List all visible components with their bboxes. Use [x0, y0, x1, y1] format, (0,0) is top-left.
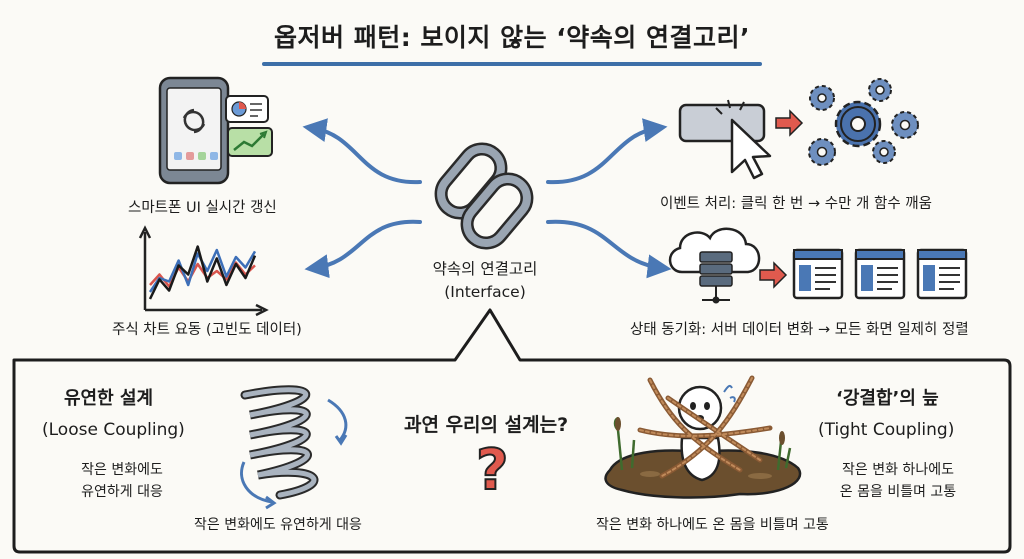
tight-description: 작은 변화 하나에도 온 몸을 비틀며 고통	[818, 459, 978, 503]
top-left-label: 스마트폰 UI 실시간 갱신	[128, 200, 277, 216]
tangled-figure-icon	[637, 375, 773, 482]
gears-icon	[808, 78, 919, 166]
question-mark: ?	[475, 437, 510, 504]
loose-desc-line1: 작은 변화에도	[81, 462, 163, 478]
spring-coil-icon	[240, 385, 348, 510]
title-underline	[262, 62, 762, 66]
chain-link-icon	[434, 142, 534, 250]
question-text: 과연 우리의 설계는?	[404, 414, 569, 436]
loose-subtitle: (Loose Coupling)	[42, 420, 185, 440]
loose-title: 유연한 설계	[64, 388, 154, 409]
red-arrow-icon	[775, 109, 804, 137]
click-button-icon	[678, 99, 772, 180]
center-label-line2: (Interface)	[444, 283, 526, 301]
loose-caption: 작은 변화에도 유연하게 대응	[194, 517, 362, 533]
smartphone-icon	[158, 76, 273, 185]
tight-desc-line1: 작은 변화 하나에도	[842, 462, 954, 478]
tight-subtitle: (Tight Coupling)	[818, 420, 955, 440]
center-label: 약속의 연결고리 (Interface)	[395, 258, 575, 304]
chart-series-dark	[148, 245, 257, 300]
loose-desc-line2: 유연하게 대응	[81, 484, 163, 500]
tight-title: ‘강결합’의 늪	[836, 388, 939, 409]
loose-description: 작은 변화에도 유연하게 대응	[62, 459, 182, 503]
top-right-label: 이벤트 처리: 클릭 한 번 → 수만 개 함수 깨움	[660, 196, 932, 212]
tight-caption: 작은 변화 하나에도 온 몸을 비틀며 고통	[596, 517, 829, 533]
arrow-to-top-right	[546, 118, 668, 185]
cloud-server-icon	[668, 227, 761, 304]
stock-chart-icon	[138, 225, 269, 317]
mid-left-label: 주식 차트 요동 (고빈도 데이터)	[112, 322, 302, 338]
mid-right-label: 상태 동기화: 서버 데이터 변화 → 모든 화면 일제히 정렬	[630, 322, 969, 338]
tight-desc-line2: 온 몸을 비틀며 고통	[839, 484, 957, 500]
arrow-to-top-left	[302, 118, 422, 185]
screens-icon	[792, 248, 968, 300]
arrow-to-mid-right	[546, 219, 672, 279]
red-arrow-icon	[759, 261, 788, 289]
arrow-to-mid-left	[304, 219, 422, 279]
center-label-line1: 약속의 연결고리	[432, 260, 538, 278]
page-title: 옵저버 패턴: 보이지 않는 ‘약속의 연결고리’	[273, 23, 750, 52]
